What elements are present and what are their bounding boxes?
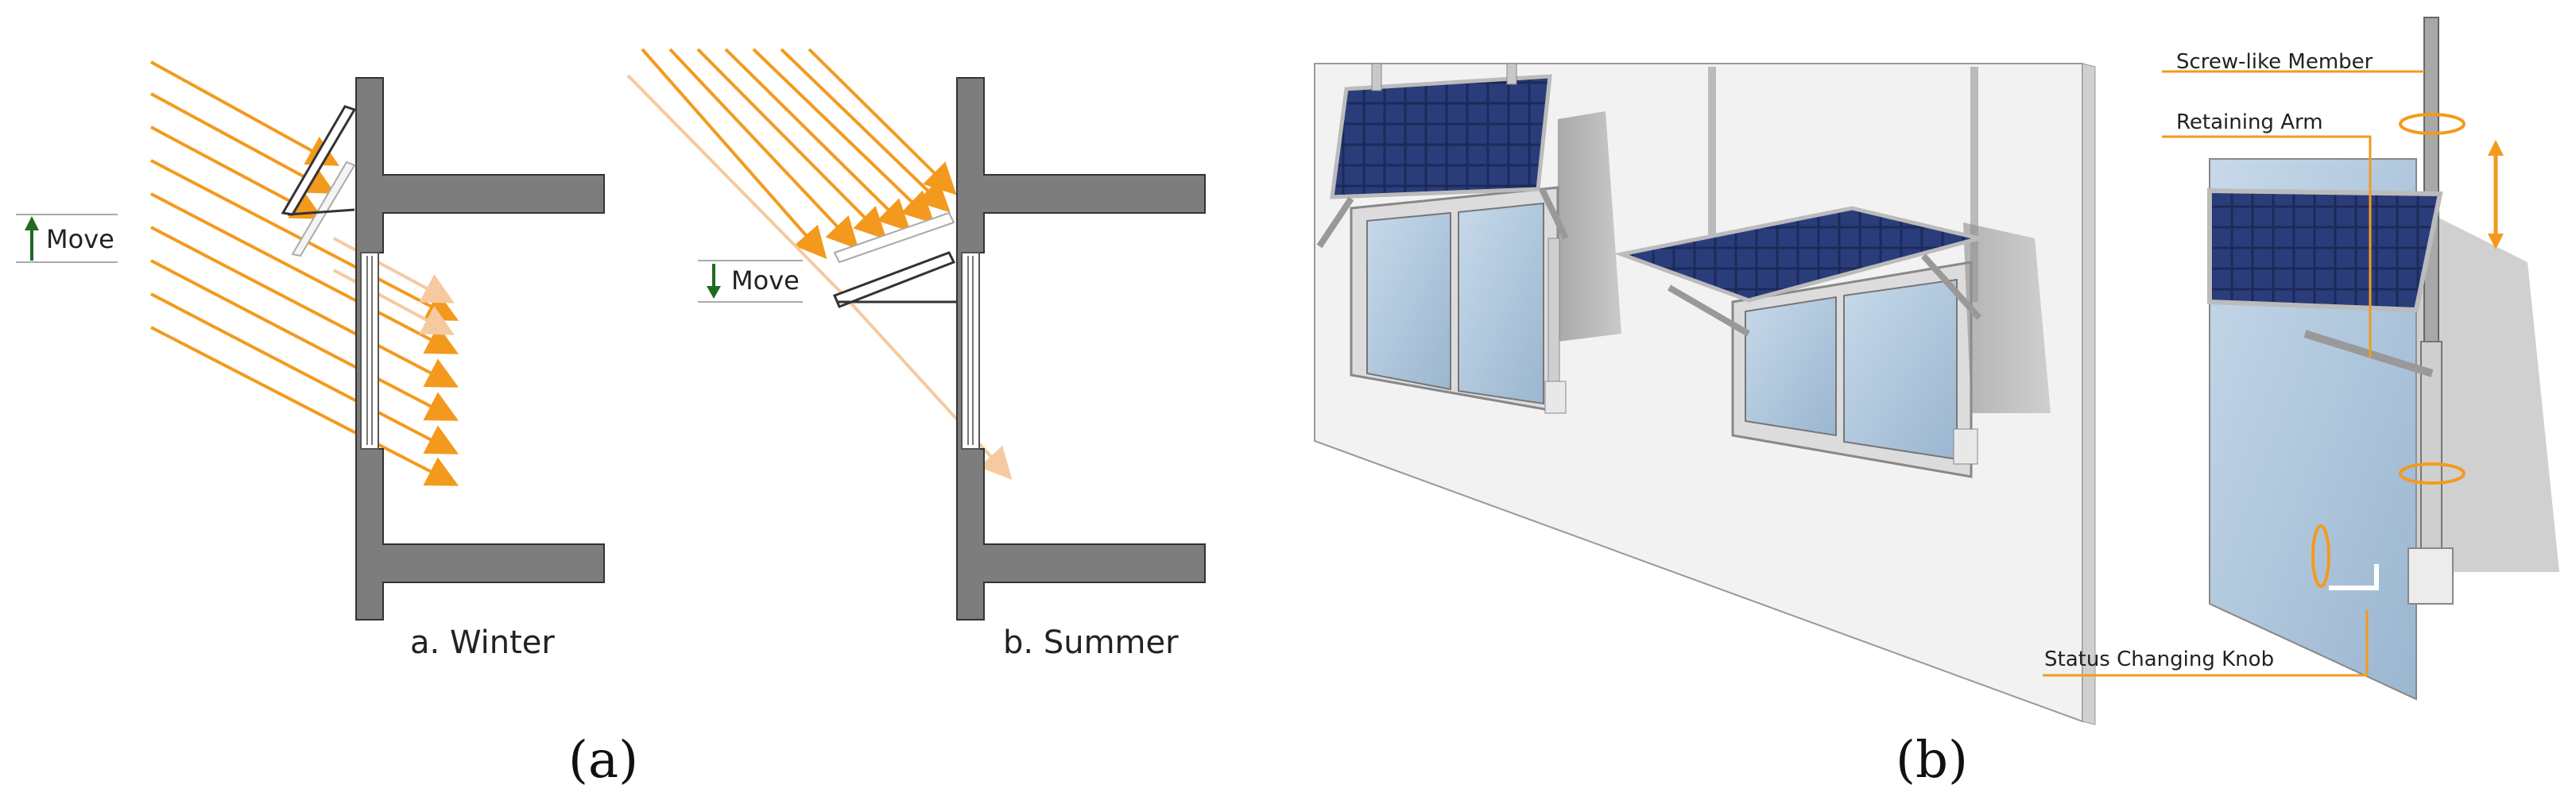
rotate-icon [2311,113,2466,588]
right-solar-panel [1613,206,1980,303]
screw-rod [2423,17,2439,344]
sun-ray [150,92,336,194]
winter-diagram: Move a. Winter [16,60,605,661]
sun-ray [780,48,951,213]
callout-retaining-arm: Retaining Arm [2176,110,2323,134]
left-window-unit [1316,63,1621,414]
sun-ray-faint [333,237,455,303]
winter-move-label: Move [46,224,114,254]
arrow-up-icon [25,216,39,230]
winter-window [360,252,379,450]
arrow-down-icon [707,286,721,299]
detail-view: Screw-like Member Retaining Arm Status C… [2043,17,2559,701]
right-panel-shadow [1963,222,2051,413]
left-solar-panel [1330,74,1552,199]
building-render [1314,63,2096,725]
sun-ray [150,292,459,454]
sun-ray [150,326,459,486]
sun-ray [150,226,459,388]
sun-ray-faint [333,269,455,335]
caption-b: (b) [1896,731,1968,790]
sun-ray [150,192,459,354]
status-knob-handle [2329,564,2379,590]
summer-solar-panel [833,211,957,308]
sun-ray [696,48,887,240]
callout-status-changing-knob: Status Changing Knob [2044,648,2274,671]
knob-housing [2407,547,2454,605]
sun-ray [668,48,859,249]
winter-solar-panel [281,105,357,257]
updown-arrow-icon [2488,140,2504,249]
winter-wall-section [355,77,605,620]
callout-lines [2043,70,2424,677]
sun-ray-faint [626,74,844,296]
winter-move-indicator: Move [16,214,118,263]
summer-move-label: Move [731,265,800,296]
sun-ray [808,48,957,195]
sun-ray [752,48,935,224]
sun-ray [150,60,340,166]
detail-solar-panel [2207,188,2443,313]
retaining-arm-bar [2303,330,2434,377]
right-window-unit [1613,67,2051,478]
caption-a: (a) [568,731,638,790]
winter-sun-rays [150,60,459,486]
winter-faint-rays [333,237,455,335]
sun-ray [724,48,911,232]
summer-faint-rays [626,74,1013,480]
summer-wall-section [956,77,1206,620]
sun-ray [150,259,459,421]
summer-move-indicator: Move [698,260,803,303]
callout-screw-like-member: Screw-like Member [2176,50,2373,74]
summer-window [961,252,980,450]
winter-caption: a. Winter [410,624,555,661]
left-panel-shadow [1558,111,1621,342]
summer-diagram: Move b. Summer [626,48,1206,661]
sun-ray-faint [841,292,1013,480]
sun-ray [641,48,827,260]
summer-sun-rays [641,48,957,260]
summer-caption: b. Summer [1003,624,1179,661]
